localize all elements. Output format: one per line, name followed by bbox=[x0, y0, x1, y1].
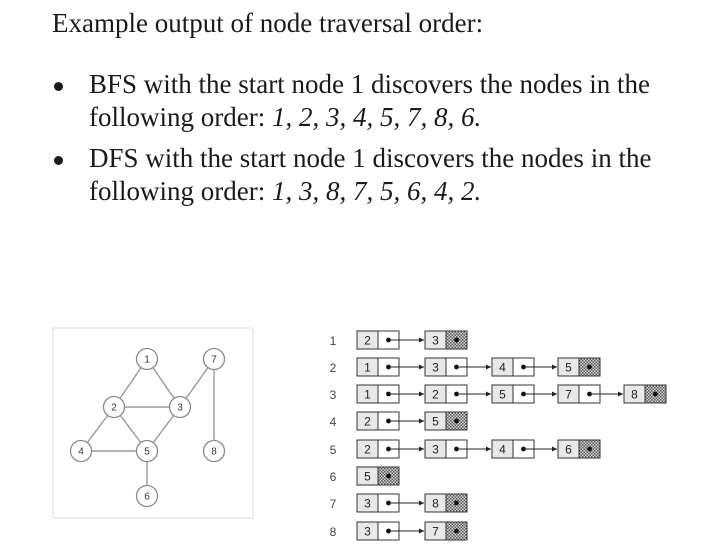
adj-cell: 8 bbox=[424, 493, 468, 513]
adj-cell-value: 2 bbox=[364, 415, 371, 429]
graph-node-1: 1 bbox=[135, 347, 159, 371]
bullet-dot bbox=[54, 156, 63, 165]
adj-cell-value: 5 bbox=[499, 388, 506, 402]
graph-node-8: 8 bbox=[202, 439, 226, 463]
adj-cell-value: 5 bbox=[432, 415, 439, 429]
adj-cell-value: 8 bbox=[631, 388, 638, 402]
graph-node-label: 4 bbox=[78, 447, 84, 458]
adj-cell: 8 bbox=[623, 384, 667, 404]
adj-row-5: 5 2 3 4 6 bbox=[330, 439, 601, 459]
adj-cell: 2 bbox=[424, 384, 491, 404]
adj-cell: 4 bbox=[491, 439, 557, 459]
adj-cell: 5 bbox=[557, 357, 601, 377]
adj-cell-value: 5 bbox=[565, 361, 572, 375]
adj-cell: 2 bbox=[356, 411, 424, 431]
adj-row-8: 8 3 7 bbox=[330, 521, 468, 541]
adj-cell: 3 bbox=[424, 439, 491, 459]
adj-cell: 3 bbox=[356, 493, 424, 513]
adj-cell-value: 4 bbox=[499, 443, 506, 457]
adj-cell-value: 1 bbox=[364, 361, 371, 375]
adj-vertex-label: 6 bbox=[330, 470, 337, 484]
graph-node-label: 5 bbox=[144, 447, 150, 458]
graph-node-label: 3 bbox=[177, 403, 183, 414]
adj-cell-value: 8 bbox=[432, 497, 439, 511]
adj-cell-value: 3 bbox=[432, 443, 439, 457]
graph-node-label: 6 bbox=[144, 492, 150, 503]
adj-cell-value: 3 bbox=[432, 334, 439, 348]
graph-node-label: 7 bbox=[211, 355, 217, 366]
adj-cell: 3 bbox=[424, 357, 491, 377]
adj-cell-value: 1 bbox=[364, 388, 371, 402]
adj-cell: 5 bbox=[424, 411, 468, 431]
graph-node-label: 1 bbox=[144, 355, 150, 366]
adj-cell: 7 bbox=[557, 384, 623, 404]
adj-cell-value: 4 bbox=[499, 361, 506, 375]
bullet-dot bbox=[54, 82, 63, 91]
adj-vertex-label: 4 bbox=[330, 415, 337, 429]
adj-cell: 3 bbox=[356, 521, 424, 541]
bfs-bullet: BFS with the start node 1 discovers the … bbox=[52, 68, 652, 134]
traversal-list: BFS with the start node 1 discovers the … bbox=[52, 68, 652, 216]
graph-node-5: 5 bbox=[135, 439, 159, 463]
adj-cell-value: 7 bbox=[432, 525, 439, 539]
graph-node-3: 3 bbox=[168, 395, 192, 419]
graph-node-6: 6 bbox=[135, 484, 159, 508]
adj-row-7: 7 3 8 bbox=[330, 493, 468, 513]
adj-cell-value: 2 bbox=[364, 443, 371, 457]
adj-cell: 5 bbox=[356, 466, 400, 486]
graph-node-label: 8 bbox=[211, 447, 217, 458]
dfs-order: 1, 3, 8, 7, 5, 6, 4, 2. bbox=[271, 176, 482, 206]
graph-node-4: 4 bbox=[69, 439, 93, 463]
graph-node-2: 2 bbox=[102, 395, 126, 419]
adj-vertex-label: 7 bbox=[330, 497, 337, 511]
graph-node-7: 7 bbox=[202, 347, 226, 371]
adj-cell-value: 2 bbox=[364, 334, 371, 348]
adj-cell: 7 bbox=[424, 521, 468, 541]
adj-vertex-label: 2 bbox=[330, 361, 337, 375]
adj-cell: 4 bbox=[491, 357, 557, 377]
bfs-text: BFS with the start node 1 discovers the … bbox=[89, 69, 650, 132]
adj-cell-value: 3 bbox=[432, 361, 439, 375]
adj-cell: 5 bbox=[491, 384, 557, 404]
adj-vertex-label: 3 bbox=[330, 388, 337, 402]
adj-cell-value: 6 bbox=[565, 443, 572, 457]
page-heading: Example output of node traversal order: bbox=[52, 8, 484, 38]
dfs-bullet: DFS with the start node 1 discovers the … bbox=[52, 142, 652, 208]
adj-row-2: 2 1 3 4 5 bbox=[330, 357, 601, 377]
adj-vertex-label: 1 bbox=[330, 334, 337, 348]
graph-node-label: 2 bbox=[111, 403, 117, 414]
adj-row-3: 3 1 2 5 7 8 bbox=[330, 384, 667, 404]
adj-cell: 1 bbox=[356, 384, 424, 404]
adj-vertex-label: 5 bbox=[330, 443, 337, 457]
adj-cell-value: 5 bbox=[364, 470, 371, 484]
adj-cell: 2 bbox=[356, 330, 424, 350]
adj-cell-value: 2 bbox=[432, 388, 439, 402]
adj-cell: 2 bbox=[356, 439, 424, 459]
adj-row-1: 1 2 3 bbox=[330, 330, 468, 350]
adj-cell: 3 bbox=[424, 330, 468, 350]
adj-cell-value: 7 bbox=[565, 388, 572, 402]
adj-cell: 6 bbox=[557, 439, 601, 459]
adj-cell-value: 3 bbox=[364, 497, 371, 511]
adj-cell: 1 bbox=[356, 357, 424, 377]
bfs-order: 1, 2, 3, 4, 5, 7, 8, 6. bbox=[271, 102, 482, 132]
adj-cell-value: 3 bbox=[364, 525, 371, 539]
dfs-text: DFS with the start node 1 discovers the … bbox=[89, 143, 652, 206]
adj-vertex-label: 8 bbox=[330, 525, 337, 539]
adj-row-4: 4 2 5 bbox=[330, 411, 468, 431]
